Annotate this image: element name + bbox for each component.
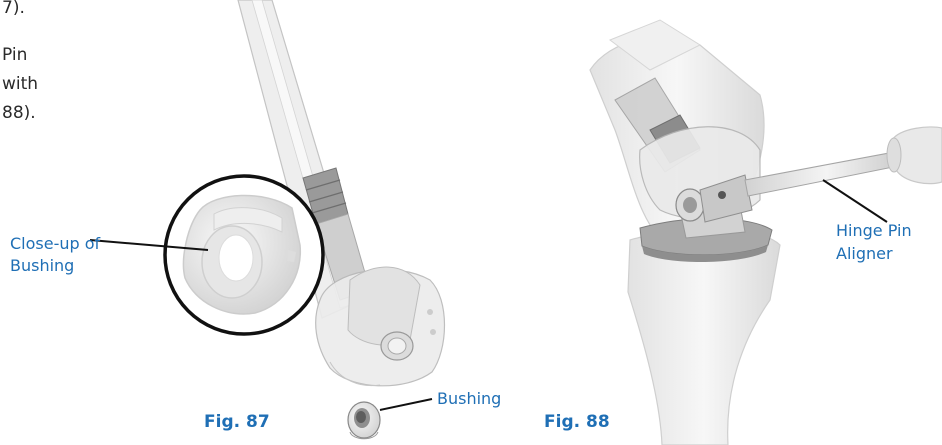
bushing-label: Bushing: [437, 388, 501, 410]
closeup-label-line-2: Bushing: [10, 255, 74, 277]
fig-87-caption: Fig. 87: [204, 412, 270, 432]
bushing-leader-line: [380, 399, 432, 410]
closeup-circle: [165, 176, 323, 334]
fig-88-caption: Fig. 88: [544, 412, 610, 432]
aligner-label-line-2: Aligner: [836, 243, 893, 265]
aligner-leader-line: [823, 180, 887, 222]
bushing-part-drawing: [348, 402, 380, 439]
aligner-label-line-1: Hinge Pin: [836, 220, 912, 242]
closeup-label-line-1: Close-up of: [10, 233, 100, 255]
